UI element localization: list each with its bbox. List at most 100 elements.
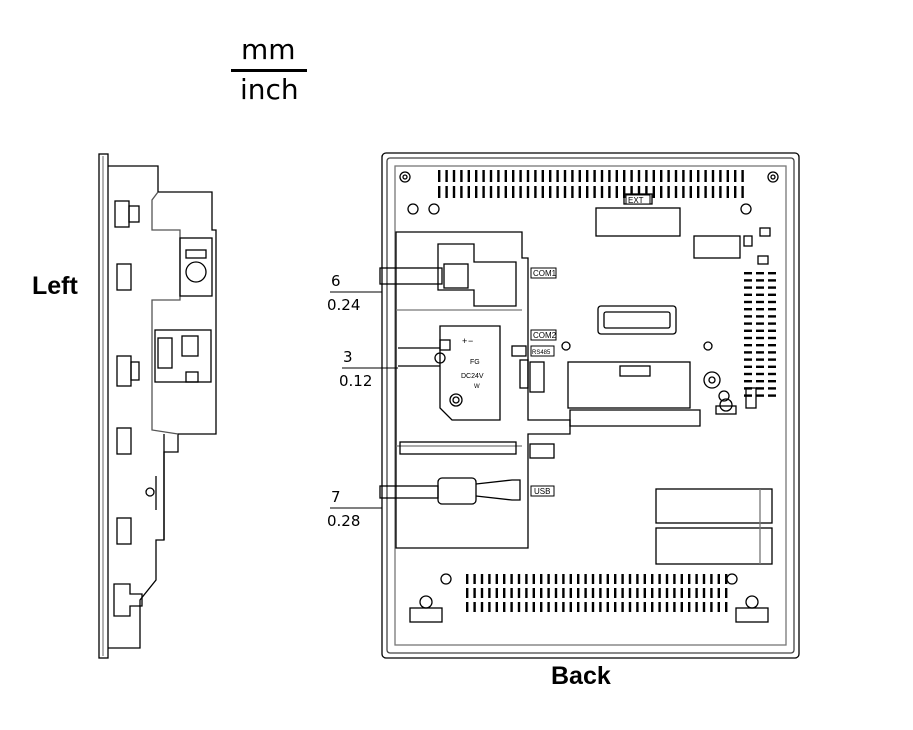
vent-slot bbox=[586, 186, 589, 198]
vent-slot bbox=[768, 365, 776, 368]
left-clips bbox=[113, 200, 143, 617]
vent-slot bbox=[495, 602, 498, 612]
vent-slot bbox=[606, 602, 609, 612]
vent-slot bbox=[606, 574, 609, 584]
vent-slot bbox=[584, 588, 587, 598]
vent-slot bbox=[756, 300, 764, 304]
vent-slot bbox=[577, 602, 580, 612]
vent-slot bbox=[549, 186, 552, 198]
vent-slot bbox=[682, 186, 685, 198]
vent-slot bbox=[744, 336, 752, 340]
vent-slot bbox=[600, 170, 604, 182]
vent-slot bbox=[726, 186, 729, 198]
vent-slot bbox=[503, 574, 506, 584]
vent-slot bbox=[438, 186, 441, 198]
right-vents bbox=[744, 272, 776, 397]
left-connector-mid bbox=[154, 329, 212, 383]
vent-slot bbox=[526, 170, 530, 182]
vent-slot bbox=[517, 588, 521, 598]
vent-slot bbox=[658, 588, 661, 598]
vent-slot bbox=[510, 602, 513, 612]
vent-slot bbox=[556, 170, 559, 182]
vent-slot bbox=[630, 186, 633, 198]
vent-slot bbox=[636, 602, 639, 612]
vent-slot bbox=[768, 394, 776, 397]
vent-slot bbox=[768, 358, 776, 361]
vent-slot bbox=[526, 186, 530, 198]
vent-slot bbox=[651, 588, 654, 598]
vent-slot bbox=[495, 574, 498, 584]
vent-slot bbox=[599, 574, 602, 584]
vent-slot bbox=[593, 186, 596, 198]
vent-slot bbox=[480, 588, 484, 598]
vent-slot bbox=[719, 186, 722, 198]
vent-slot bbox=[512, 170, 515, 182]
power-w-label: W bbox=[474, 384, 480, 390]
dimension-2-inch: 0.12 bbox=[339, 372, 373, 390]
vent-slot bbox=[578, 186, 581, 198]
vent-slot bbox=[608, 186, 611, 198]
vent-slot bbox=[756, 329, 764, 332]
vent-slot bbox=[756, 344, 764, 347]
vent-slot bbox=[689, 170, 692, 182]
vent-slot bbox=[665, 588, 669, 598]
vent-slot bbox=[756, 286, 764, 289]
vent-slot bbox=[517, 602, 521, 612]
vent-slot bbox=[734, 186, 737, 198]
vent-slot bbox=[584, 574, 587, 584]
vent-slot bbox=[584, 602, 587, 612]
vent-slot bbox=[534, 170, 537, 182]
vent-slot bbox=[532, 588, 535, 598]
vent-slot bbox=[744, 365, 752, 368]
vent-slot bbox=[756, 358, 764, 361]
vent-slot bbox=[702, 602, 706, 612]
vent-slot bbox=[547, 574, 550, 584]
right-block-lower bbox=[655, 527, 773, 565]
vent-slot bbox=[488, 574, 491, 584]
vent-slot bbox=[688, 574, 691, 584]
vent-slot bbox=[768, 351, 776, 354]
back-outer-frame bbox=[381, 152, 800, 659]
com2-label: COM2 bbox=[533, 331, 557, 340]
right-block-upper bbox=[655, 488, 773, 524]
vent-slot bbox=[719, 170, 722, 182]
vent-slot bbox=[504, 170, 507, 182]
vent-slot bbox=[445, 186, 448, 198]
vent-slot bbox=[711, 170, 715, 182]
vent-slot bbox=[697, 186, 700, 198]
vent-slot bbox=[651, 574, 654, 584]
vent-slot bbox=[630, 170, 633, 182]
vent-slot bbox=[577, 574, 580, 584]
ext-slot bbox=[595, 207, 681, 237]
vent-slot bbox=[614, 574, 617, 584]
vent-slot bbox=[744, 351, 752, 354]
vent-slot bbox=[658, 574, 661, 584]
vent-slot bbox=[756, 380, 764, 383]
vent-slot bbox=[744, 322, 752, 325]
vent-slot bbox=[554, 588, 558, 598]
vent-slot bbox=[702, 574, 706, 584]
rs485-label-box bbox=[530, 345, 555, 357]
vent-slot bbox=[510, 588, 513, 598]
vent-slot bbox=[756, 272, 764, 275]
top-vents bbox=[438, 170, 744, 198]
vent-slot bbox=[756, 279, 764, 282]
vent-slot bbox=[554, 574, 558, 584]
vent-slot bbox=[688, 602, 691, 612]
vent-slot bbox=[475, 186, 478, 198]
vent-slot bbox=[525, 588, 528, 598]
vent-slot bbox=[756, 293, 764, 296]
vent-slot bbox=[614, 588, 617, 598]
vent-slot bbox=[466, 574, 469, 584]
vent-slot bbox=[756, 322, 764, 325]
dimension-3-inch: 0.28 bbox=[327, 512, 361, 530]
unit-legend-divider bbox=[231, 69, 307, 72]
vent-slot bbox=[744, 272, 752, 275]
vent-slot bbox=[756, 351, 764, 354]
rs485-label: RS485 bbox=[532, 350, 551, 356]
vent-slot bbox=[702, 588, 706, 598]
vent-slot bbox=[547, 588, 550, 598]
vent-slot bbox=[768, 286, 776, 289]
vent-slot bbox=[645, 170, 648, 182]
